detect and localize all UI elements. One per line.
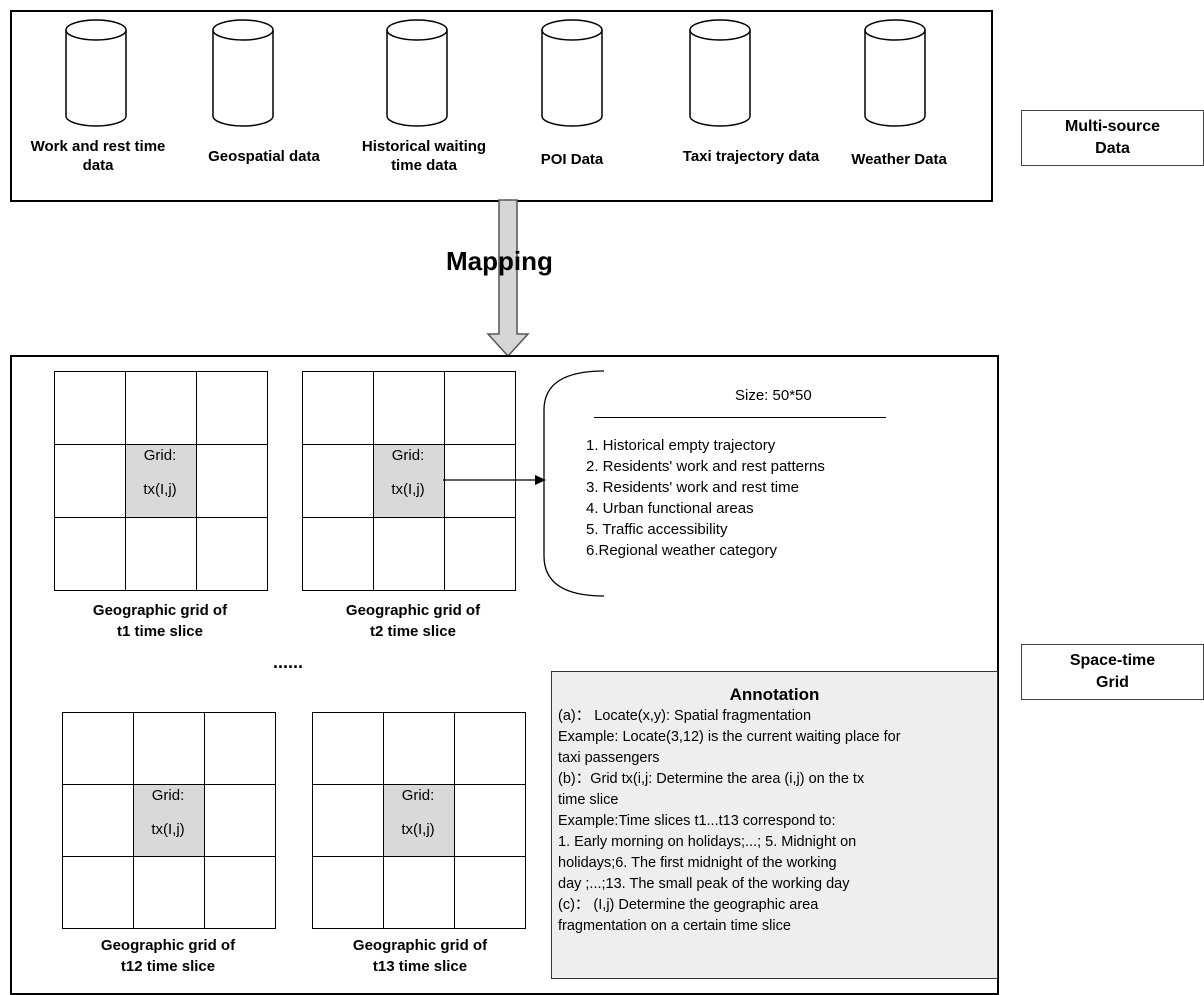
mapping-arrow-icon: [486, 199, 530, 358]
feature-item: 2. Residents' work and rest patterns: [586, 458, 825, 475]
source-label-taxi: Taxi trajectory data: [682, 148, 820, 165]
source-label-weather: Weather Data: [851, 151, 947, 168]
grid-t12-cell-label: Grid:tx(I,j): [151, 787, 185, 838]
grid-cell-center: [383, 784, 455, 857]
database-icon-hist: [386, 19, 448, 127]
grid-t13-cell-label: Grid:tx(I,j): [401, 787, 435, 838]
feature-size-label: Size: 50*50: [735, 387, 812, 404]
mapping-label: Mapping: [446, 246, 553, 276]
multi-source-data-box: [10, 10, 993, 202]
feature-item: 5. Traffic accessibility: [586, 521, 728, 538]
annotation-line: (b)：Grid tx(i,j: Determine the area (i,j…: [558, 771, 865, 787]
database-icon-geo: [212, 19, 274, 127]
feature-bracket: [543, 370, 605, 597]
annotation-line: taxi passengers: [558, 750, 660, 766]
database-icon-taxi: [689, 19, 751, 127]
ellipsis-label: ......: [273, 652, 304, 672]
annotation-panel: Annotation (a)： Locate(x,y): Spatial fra…: [551, 671, 998, 979]
annotation-line: fragmentation on a certain time slice: [558, 918, 791, 934]
feature-item: 4. Urban functional areas: [586, 500, 754, 517]
annotation-line: (a)： Locate(x,y): Spatial fragmentation: [558, 708, 812, 724]
grid-cell-center: [373, 444, 445, 518]
annotation-line: Example:Time slices t1...t13 correspond …: [558, 813, 836, 829]
annotation-line: day ;...;13. The small peak of the worki…: [558, 876, 850, 892]
source-label-geo: Geospatial data: [208, 148, 320, 165]
grid-t12: [62, 712, 276, 929]
annotation-line: holidays;6. The first midnight of the wo…: [558, 855, 837, 871]
grid-t1: [54, 371, 268, 591]
annotation-line: (c)： (I,j) Determine the geographic area: [558, 897, 819, 913]
feature-item: 3. Residents' work and rest time: [586, 479, 799, 496]
grid-cell-center: [125, 444, 197, 518]
grid-t1-cell-label: Grid:tx(I,j): [143, 447, 177, 498]
annotation-line: time slice: [558, 792, 619, 808]
feature-list: 1. Historical empty trajectory 2. Reside…: [586, 435, 825, 561]
grid-t13: [312, 712, 526, 929]
database-icon-poi: [541, 19, 603, 127]
grid-t2-cell-label: Grid:tx(I,j): [391, 447, 425, 498]
grid-t2: [302, 371, 516, 591]
database-icon-weather: [864, 19, 926, 127]
feature-item: 1. Historical empty trajectory: [586, 437, 776, 454]
source-label-poi: POI Data: [540, 151, 604, 168]
annotation-line: Example: Locate(3,12) is the current wai…: [558, 729, 901, 745]
space-time-grid-label: Space-time Grid: [1021, 644, 1204, 700]
feature-divider: [594, 417, 886, 418]
grid-cell-center: [133, 784, 205, 857]
source-label-hist: Historical waiting time data: [361, 138, 487, 174]
feature-arrow-icon: [443, 475, 546, 485]
annotation-title: Annotation: [729, 685, 820, 704]
feature-item: 6.Regional weather category: [586, 542, 777, 559]
database-icon-work: [65, 19, 127, 127]
annotation-line: 1. Early morning on holidays;...; 5. Mid…: [558, 834, 857, 850]
multi-source-data-label: Multi-source Data: [1021, 110, 1204, 166]
source-label-work: Work and rest time data: [30, 138, 166, 174]
